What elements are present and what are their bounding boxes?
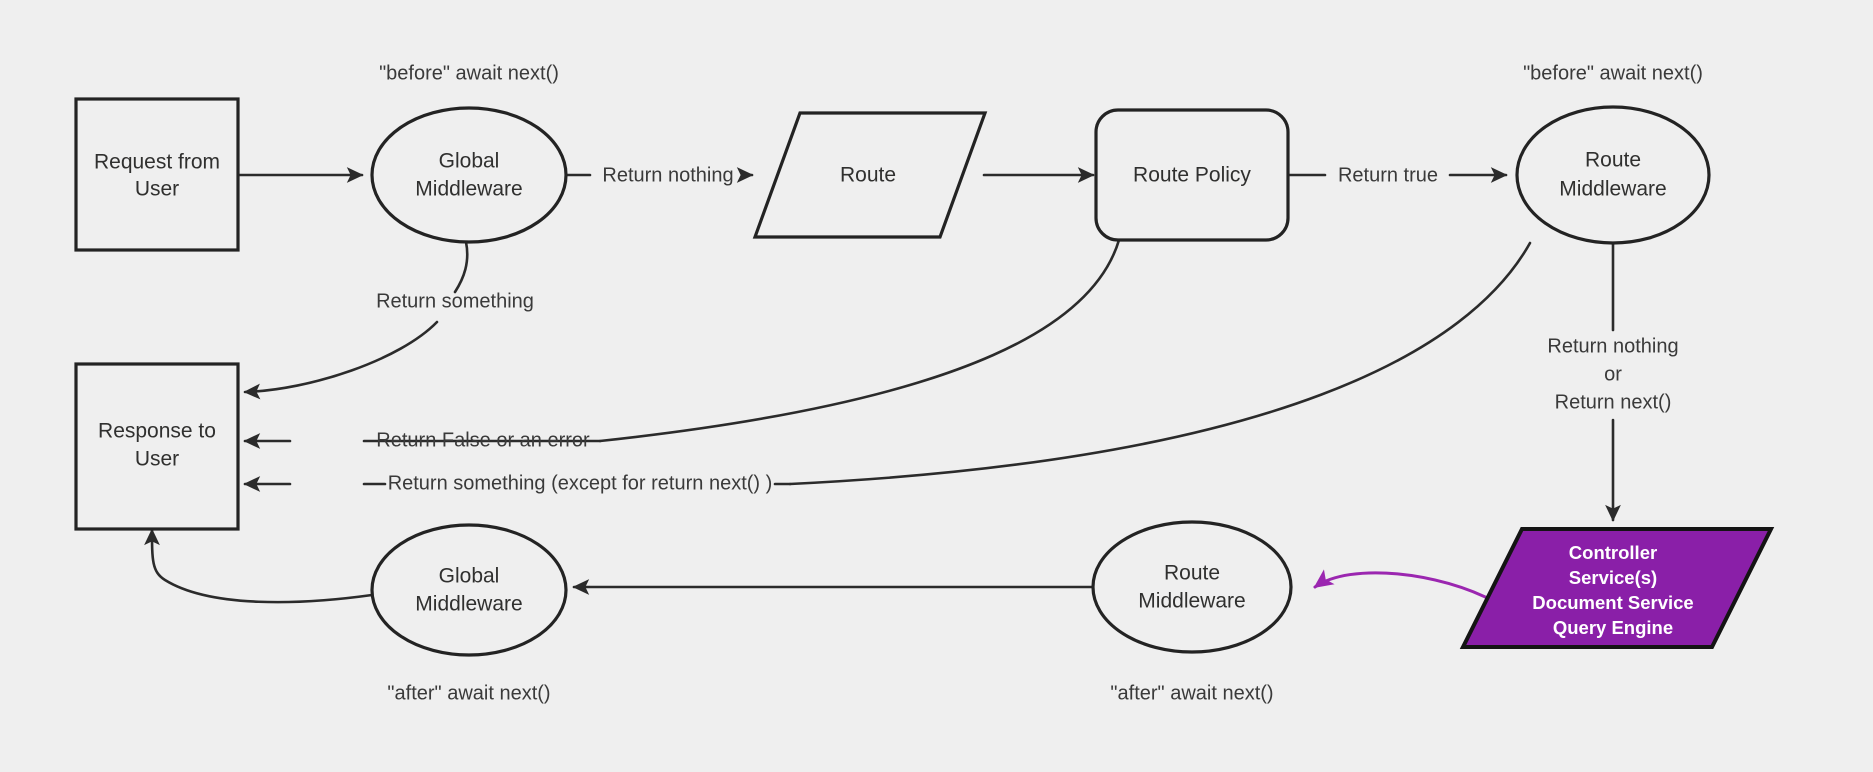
node-route-policy[interactable]: Route Policy — [1094, 108, 1290, 242]
annotation-before-global-middleware: "before" await next() — [379, 62, 559, 84]
global-middleware-after-ellipse — [370, 523, 568, 657]
annotation-after-global-middleware: "after" await next() — [387, 682, 550, 704]
global-middleware-after-label-line1: Global — [439, 565, 500, 588]
route-middleware-after-label-line1: Route — [1164, 562, 1220, 585]
global-middleware-before-label-line2: Middleware — [415, 178, 522, 201]
route-middleware-before-label-line2: Middleware — [1559, 178, 1666, 201]
edge-label-return-true: Return true — [1338, 164, 1438, 186]
annotation-before-route-middleware: "before" await next() — [1523, 62, 1703, 84]
edge-label-return-false-or-error: Return False or an error — [376, 429, 590, 451]
edge-global-middleware-return-something-upper — [453, 240, 469, 294]
edge-label-return-nothing-or-next-line3: Return next() — [1555, 391, 1672, 413]
route-policy-label: Route Policy — [1133, 164, 1251, 187]
global-middleware-before-label-line1: Global — [439, 150, 500, 173]
controller-label-line2: Service(s) — [1569, 567, 1657, 588]
node-request-from-user[interactable]: Request from User — [74, 97, 240, 252]
route-parallelogram — [752, 111, 988, 239]
controller-label-line4: Query Engine — [1553, 617, 1673, 638]
controller-label-line1: Controller — [1569, 542, 1657, 563]
request-from-user-label-line1: Request from — [94, 151, 220, 174]
edge-controller-to-route-middleware-after — [1313, 569, 1497, 604]
edge-route-policy-return-false-curve — [598, 238, 1121, 443]
annotation-after-route-middleware: "after" await next() — [1110, 682, 1273, 704]
route-middleware-after-ellipse — [1091, 520, 1293, 654]
node-route-middleware-after[interactable]: Route Middleware — [1091, 520, 1293, 654]
route-middleware-before-ellipse — [1515, 105, 1711, 245]
global-middleware-before-ellipse — [370, 106, 568, 244]
response-to-user-label-line1: Response to — [98, 420, 216, 443]
request-from-user-label-line2: User — [135, 178, 179, 201]
controller-label-line3: Document Service — [1532, 592, 1693, 613]
edge-route-middleware-return-something-curve — [788, 241, 1532, 486]
controller-parallelogram — [1459, 527, 1775, 649]
edge-label-return-something: Return something — [376, 290, 534, 312]
node-route[interactable]: Route — [752, 111, 988, 239]
edge-global-middleware-after-to-response — [144, 528, 374, 604]
edge-global-middleware-return-something-lower — [243, 320, 439, 400]
node-global-middleware-before[interactable]: Global Middleware — [370, 106, 568, 244]
route-middleware-before-label-line1: Route — [1585, 149, 1641, 172]
node-response-to-user[interactable]: Response to User — [74, 362, 240, 531]
route-policy-box — [1094, 108, 1290, 242]
node-global-middleware-after[interactable]: Global Middleware — [370, 523, 568, 657]
edge-label-return-something-except: Return something (except for return next… — [388, 472, 773, 494]
route-label: Route — [840, 164, 896, 187]
response-to-user-label-line2: User — [135, 448, 179, 471]
request-from-user-box — [74, 97, 240, 252]
node-route-middleware-before[interactable]: Route Middleware — [1515, 105, 1711, 245]
route-middleware-after-label-line2: Middleware — [1138, 590, 1245, 613]
edge-label-return-nothing-or-next-line1: Return nothing — [1547, 335, 1678, 357]
response-to-user-box — [74, 362, 240, 531]
global-middleware-after-label-line2: Middleware — [415, 593, 522, 616]
edge-label-return-nothing-or-next-line2: or — [1604, 363, 1622, 385]
node-controller-services[interactable]: Controller Service(s) Document Service Q… — [1459, 527, 1775, 649]
edge-label-return-nothing: Return nothing — [602, 164, 733, 186]
